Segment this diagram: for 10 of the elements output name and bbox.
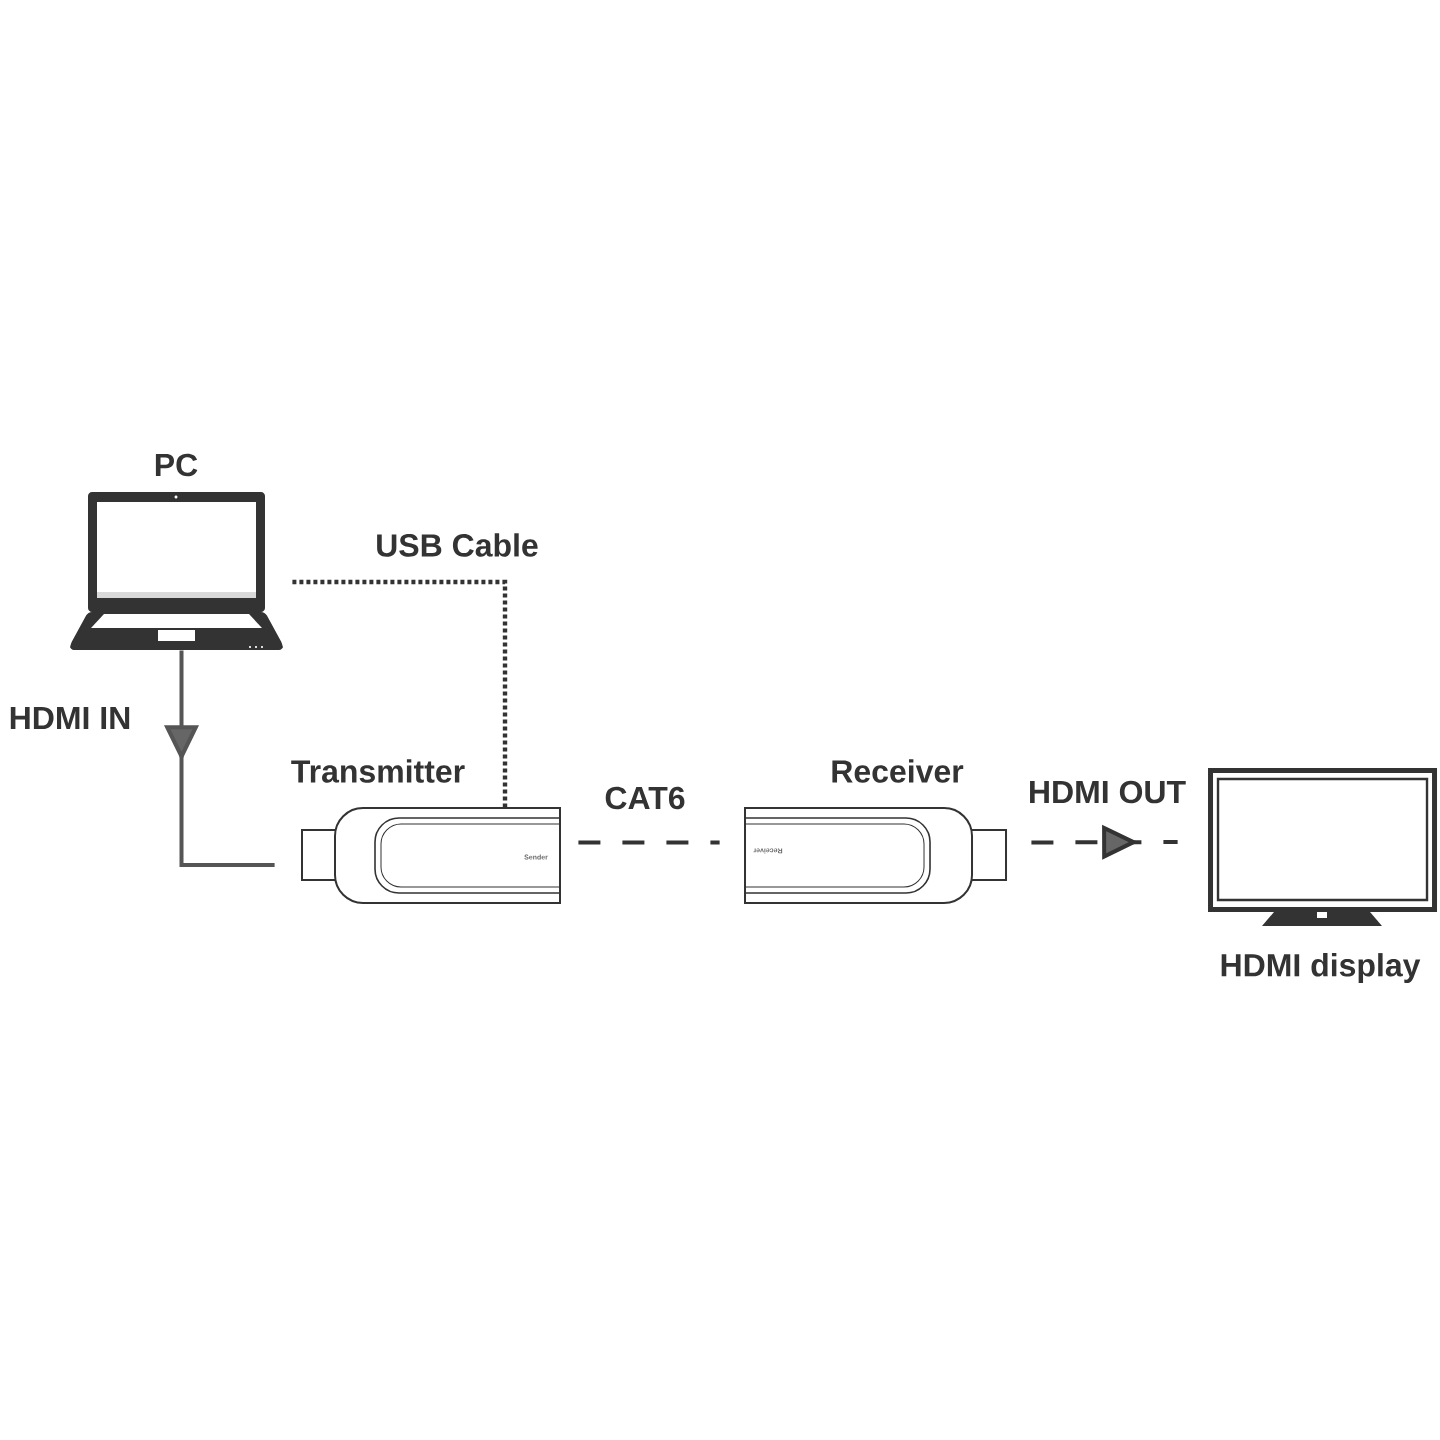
- edge-label: HDMI IN: [6, 705, 134, 731]
- edge-label: HDMI OUT: [1025, 778, 1189, 806]
- heading: HDMI display: [1221, 953, 1421, 983]
- heading: PC: [155, 453, 198, 477]
- connector: [578, 840, 720, 845]
- edge-label: CAT6: [602, 784, 688, 812]
- heading: Transmitter: [291, 759, 465, 783]
- heading: Receiver: [832, 759, 964, 783]
- connector: [292, 579, 508, 808]
- edge-label: USB Cable: [373, 531, 541, 559]
